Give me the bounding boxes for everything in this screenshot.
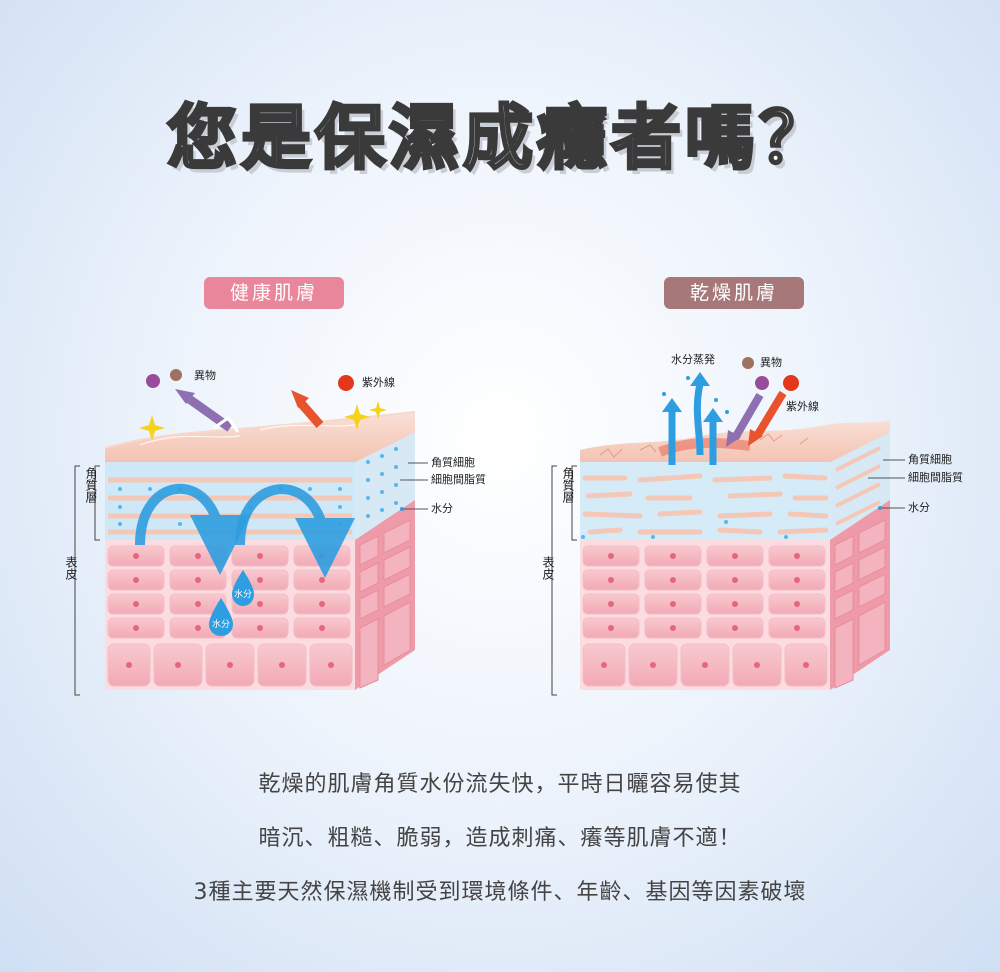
dry-foreign-label: 異物 <box>760 355 782 369</box>
healthy-epidermis-label: 表皮 <box>64 556 78 581</box>
evaporation-arrows <box>668 383 717 465</box>
healthy-foreign-label: 異物 <box>194 368 216 382</box>
description-line-1: 乾燥的肌膚角質水份流失快，平時日曬容易使其 <box>258 772 742 797</box>
dry-uv-label: 紫外線 <box>786 399 819 413</box>
healthy-skin-block: 水分 水分 異物 紫外線 角質細胞 細胞間脂質 水分 <box>64 368 486 696</box>
page-title: 您是保濕成癮者嗎？ <box>166 96 833 181</box>
dry-corneocyte-label: 角質細胞 <box>908 452 952 466</box>
healthy-corneocyte-label: 角質細胞 <box>431 455 475 469</box>
healthy-skin-heading: 健康肌膚 <box>204 277 344 309</box>
water-drop-icon <box>232 570 254 606</box>
healthy-uv-label: 紫外線 <box>362 375 395 389</box>
foreign-particle-icon <box>755 376 769 390</box>
healthy-stratum-corneum-label: 角質層 <box>84 467 98 504</box>
sparkle-icon <box>139 401 387 441</box>
uv-sun-icon <box>338 375 354 391</box>
healthy-lipid-label: 細胞間脂質 <box>431 472 486 486</box>
dry-skin-block: 水分蒸発 異物 紫外線 角質細胞 細胞間脂質 水分 角質層 表皮 <box>541 352 963 696</box>
dry-skin-heading: 乾燥肌膚 <box>664 277 804 309</box>
dry-lipid-label: 細胞間脂質 <box>908 470 963 484</box>
description-line-3: 3種主要天然保濕機制受到環境條件、年齡、基因等因素破壞 <box>193 880 807 905</box>
dry-evaporation-label: 水分蒸発 <box>671 352 715 366</box>
dry-stratum-corneum-label: 角質層 <box>561 467 575 504</box>
foreign-particle-icon <box>146 369 182 388</box>
water-drop-label-1: 水分 <box>234 588 252 600</box>
foreign-particle-icon <box>742 357 754 369</box>
dry-moisture-label: 水分 <box>908 501 930 514</box>
description-line-2: 暗沉、粗糙、脆弱，造成刺痛、癢等肌膚不適！ <box>258 826 742 851</box>
uv-sun-icon <box>783 375 799 391</box>
water-drop-icon <box>209 598 233 636</box>
healthy-moisture-label: 水分 <box>431 502 453 515</box>
dry-epidermis-label: 表皮 <box>541 556 555 581</box>
water-drop-label-2: 水分 <box>212 618 230 630</box>
